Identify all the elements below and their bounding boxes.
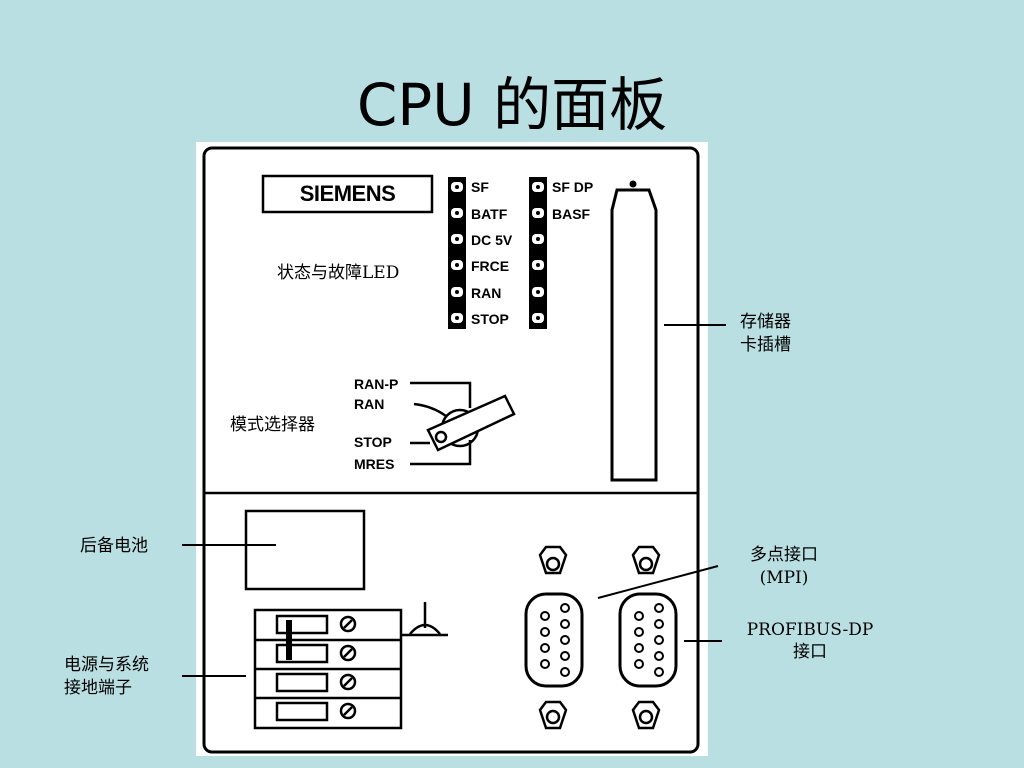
annotation-mpi-2: (MPI)	[759, 568, 809, 588]
annotation-profibus-2: 接口	[793, 642, 827, 662]
power-jumper	[286, 620, 292, 660]
led-label-basf: BASF	[552, 206, 591, 222]
profibus-pins	[634, 603, 664, 677]
led-dots-left	[455, 185, 459, 320]
hex-standoffs	[538, 545, 661, 730]
mpi-connector	[524, 592, 584, 688]
annotation-mode-selector: 模式选择器	[230, 415, 315, 435]
annotation-power-2: 接地端子	[64, 678, 132, 698]
slide-title: CPU 的面板	[356, 71, 668, 139]
battery-compartment	[244, 509, 366, 591]
mode-selector-switch	[410, 381, 516, 466]
led-label-batf: BATF	[471, 206, 508, 222]
mpi-leader	[597, 565, 719, 599]
led-strip-right	[529, 177, 547, 329]
led-label-ran: RAN	[471, 285, 502, 301]
panel-frame	[202, 146, 700, 754]
annotation-status-led: 状态与故障LED	[277, 263, 400, 283]
annotation-memory-slot-1: 存储器	[740, 312, 791, 332]
annotation-memory-slot-2: 卡插槽	[740, 335, 791, 355]
led-strip-left	[448, 177, 466, 329]
led-label-sf: SF	[471, 179, 489, 195]
terminal-block	[253, 608, 403, 730]
siemens-logo-box	[261, 174, 434, 214]
led-label-frce: FRCE	[471, 258, 510, 274]
led-label-stop: STOP	[471, 311, 509, 327]
memory-card-slot	[610, 188, 658, 482]
led-label-dc5v: DC 5V	[471, 232, 513, 248]
led-dots-right	[536, 185, 540, 320]
ground-symbol-icon	[402, 602, 448, 637]
mode-label-mres: MRES	[354, 456, 395, 472]
siemens-logo-text: SIEMENS	[299, 181, 396, 206]
terminal-screw-slots	[343, 619, 353, 716]
annotation-power-1: 电源与系统	[64, 655, 149, 675]
annotation-mpi-1: 多点接口	[750, 545, 818, 565]
mpi-pins	[540, 603, 570, 677]
slot-indicator-dot	[629, 180, 637, 188]
mode-label-ran: RAN	[354, 396, 385, 412]
mode-label-stop: STOP	[354, 434, 392, 450]
profibus-connector	[618, 592, 678, 688]
annotation-battery: 后备电池	[80, 536, 148, 556]
led-label-sfdp: SF DP	[552, 179, 594, 195]
mode-label-ran-p: RAN-P	[354, 376, 399, 392]
annotation-profibus-1: PROFIBUS-DP	[746, 620, 874, 640]
